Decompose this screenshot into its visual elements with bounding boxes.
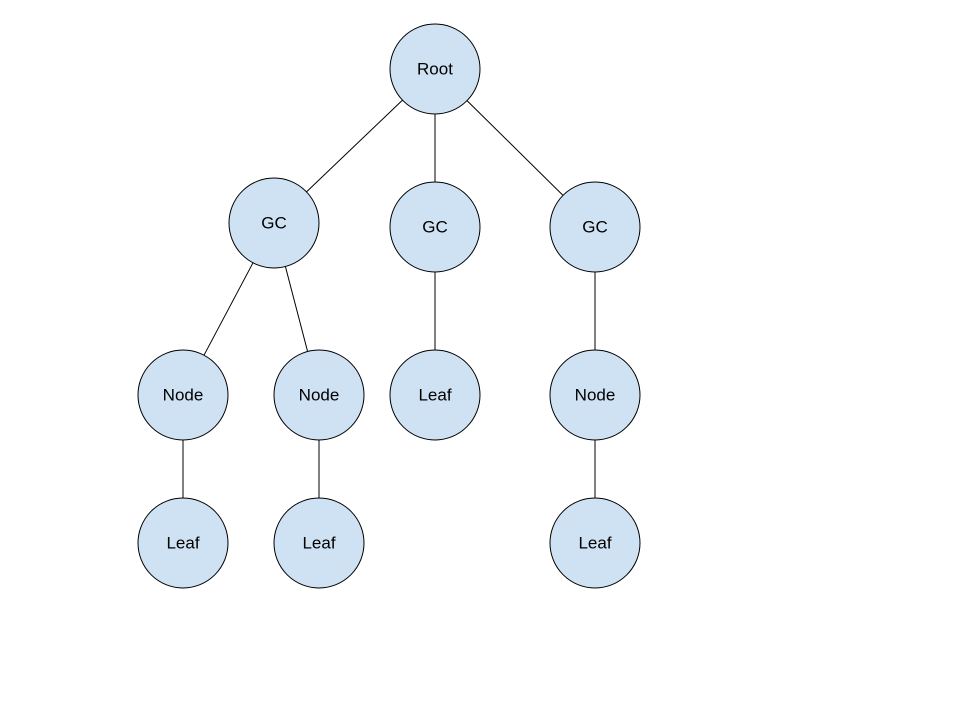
edge-root-gc3: [466, 100, 564, 196]
node-circle: [137, 349, 229, 441]
tree-node-leaf2: Leaf: [273, 497, 365, 589]
node-label: Node: [575, 386, 616, 405]
tree-node-leaf1: Leaf: [137, 497, 229, 589]
tree-node-gc1: GC: [228, 177, 320, 269]
edge-root-gc1: [306, 99, 403, 193]
edge-gc1-node1: [203, 262, 254, 356]
node-label: Leaf: [418, 386, 451, 405]
edges-layer: [182, 99, 596, 498]
node-label: Node: [163, 386, 204, 405]
node-label: GC: [422, 218, 448, 237]
node-circle: [389, 181, 481, 273]
node-circle: [273, 497, 365, 589]
node-label: Leaf: [166, 534, 199, 553]
node-circle: [549, 349, 641, 441]
node-label: Root: [417, 60, 453, 79]
tree-node-leaf3: Leaf: [549, 497, 641, 589]
node-circle: [549, 181, 641, 273]
node-label: GC: [582, 218, 608, 237]
tree-node-node2: Node: [273, 349, 365, 441]
node-circle: [228, 177, 320, 269]
node-label: Node: [299, 386, 340, 405]
tree-node-gc3: GC: [549, 181, 641, 273]
node-circle: [389, 349, 481, 441]
node-label: Leaf: [302, 534, 335, 553]
tree-node-leaf_gc2: Leaf: [389, 349, 481, 441]
tree-node-node3: Node: [549, 349, 641, 441]
node-circle: [389, 23, 481, 115]
edge-gc1-node2: [284, 266, 309, 352]
tree-node-root: Root: [389, 23, 481, 115]
node-circle: [137, 497, 229, 589]
node-circle: [273, 349, 365, 441]
node-label: GC: [261, 214, 287, 233]
node-circle: [549, 497, 641, 589]
tree-node-gc2: GC: [389, 181, 481, 273]
tree-node-node1: Node: [137, 349, 229, 441]
node-label: Leaf: [578, 534, 611, 553]
